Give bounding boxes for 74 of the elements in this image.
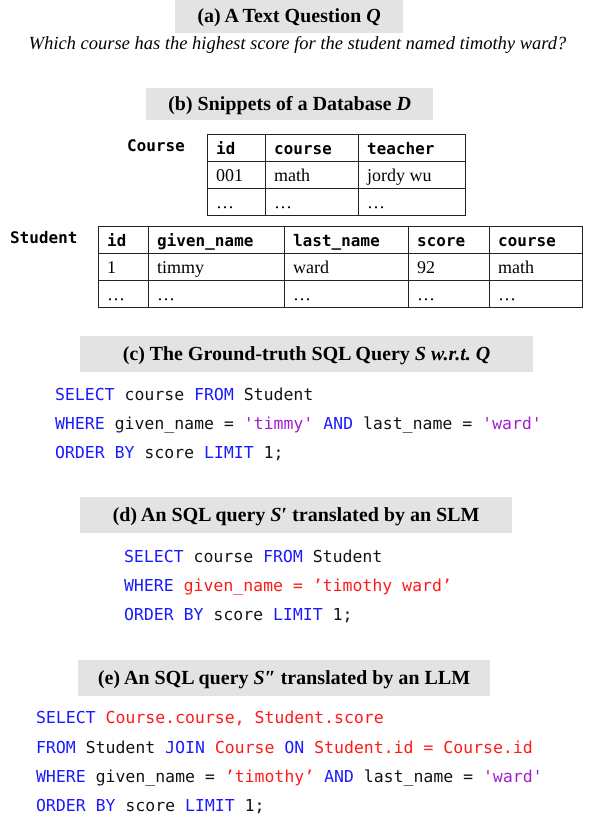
table-cell: math (490, 254, 582, 280)
table-cell: … (490, 280, 582, 308)
column-header: teacher (358, 134, 466, 162)
sql-keyword: AND (324, 766, 354, 788)
sql-keyword: WHERE (55, 413, 105, 435)
highlighted-code: Course.course, Student.score (106, 707, 384, 729)
column-header: course (490, 226, 582, 254)
sql-keyword: FROM (194, 384, 234, 406)
table-cell: … (208, 188, 266, 216)
table-cell: 1 (98, 254, 148, 280)
column-header: given_name (148, 226, 284, 254)
code-text: course (194, 546, 254, 568)
table-cell: … (284, 280, 408, 308)
sql-keyword: LIMIT (204, 442, 254, 464)
highlighted-code: ’timothy’ (224, 766, 314, 788)
highlighted-code: given_name = ’timothy ward’ (184, 575, 452, 597)
column-header: last_name (284, 226, 408, 254)
code-text: given_name = (114, 413, 234, 435)
column-header: course (266, 134, 358, 162)
table-name: Student (10, 228, 78, 247)
code-text: 1; (332, 604, 352, 626)
table-cell: … (98, 280, 148, 308)
code-text: given_name = (96, 766, 215, 788)
code-text: Student (244, 384, 314, 406)
sql-keyword: ON (284, 737, 304, 759)
section-heading: (e) An SQL query S″ translated by an LLM (78, 660, 490, 696)
sql-keyword: SELECT (124, 546, 184, 568)
section-heading: (c) The Ground-truth SQL Query S w.r.t. Q (80, 336, 533, 372)
table-cell: … (358, 188, 466, 216)
sql-keyword: SELECT (55, 384, 115, 406)
code-text: last_name = (364, 766, 474, 788)
code-text: Student (312, 546, 382, 568)
sql-keyword: WHERE (36, 766, 86, 788)
table-cell: math (266, 162, 358, 188)
question-text: Which course has the highest score for the student named timothy ward? (28, 34, 568, 55)
column-header: score (408, 226, 490, 254)
column-header: id (98, 226, 148, 254)
string-literal: 'ward' (482, 413, 542, 435)
table-cell: jordy wu (358, 162, 466, 188)
table-cell: … (148, 280, 284, 308)
code-text: score (125, 795, 176, 817)
sql-keyword: ORDER BY (55, 442, 134, 464)
column-header: id (208, 134, 266, 162)
code-text: 1; (244, 795, 264, 817)
table-cell: … (266, 188, 358, 216)
table-cell: … (408, 280, 490, 308)
section-heading: (a) A Text Question Q (175, 0, 403, 33)
section-heading: (d) An SQL query S′ translated by an SLM (80, 497, 512, 533)
table-cell: ward (284, 254, 408, 280)
highlighted-code: Course (214, 737, 274, 759)
code-text: score (144, 442, 194, 464)
table-name: Course (127, 136, 185, 155)
code-text: score (213, 604, 264, 626)
sql-keyword: LIMIT (273, 604, 323, 626)
table-cell: 001 (208, 162, 266, 188)
sql-keyword: FROM (263, 546, 303, 568)
sql-keyword: WHERE (124, 575, 174, 597)
highlighted-code: Student.id = Course.id (314, 737, 533, 759)
sql-keyword: SELECT (36, 707, 96, 729)
string-literal: 'timmy' (244, 413, 314, 435)
string-literal: 'ward' (483, 766, 543, 788)
code-text: 1; (264, 442, 284, 464)
sql-keyword: ORDER BY (36, 795, 116, 817)
sql-keyword: JOIN (165, 737, 205, 759)
table-cell: timmy (148, 254, 284, 280)
code-text: course (124, 384, 184, 406)
code-text: last_name = (362, 413, 472, 435)
sql-keyword: AND (323, 413, 354, 435)
section-heading: (b) Snippets of a Database D (146, 88, 433, 120)
sql-keyword: LIMIT (185, 795, 235, 817)
sql-keyword: ORDER BY (124, 604, 204, 626)
sql-keyword: FROM (36, 737, 76, 759)
table-cell: 92 (408, 254, 490, 280)
code-text: Student (86, 737, 156, 759)
